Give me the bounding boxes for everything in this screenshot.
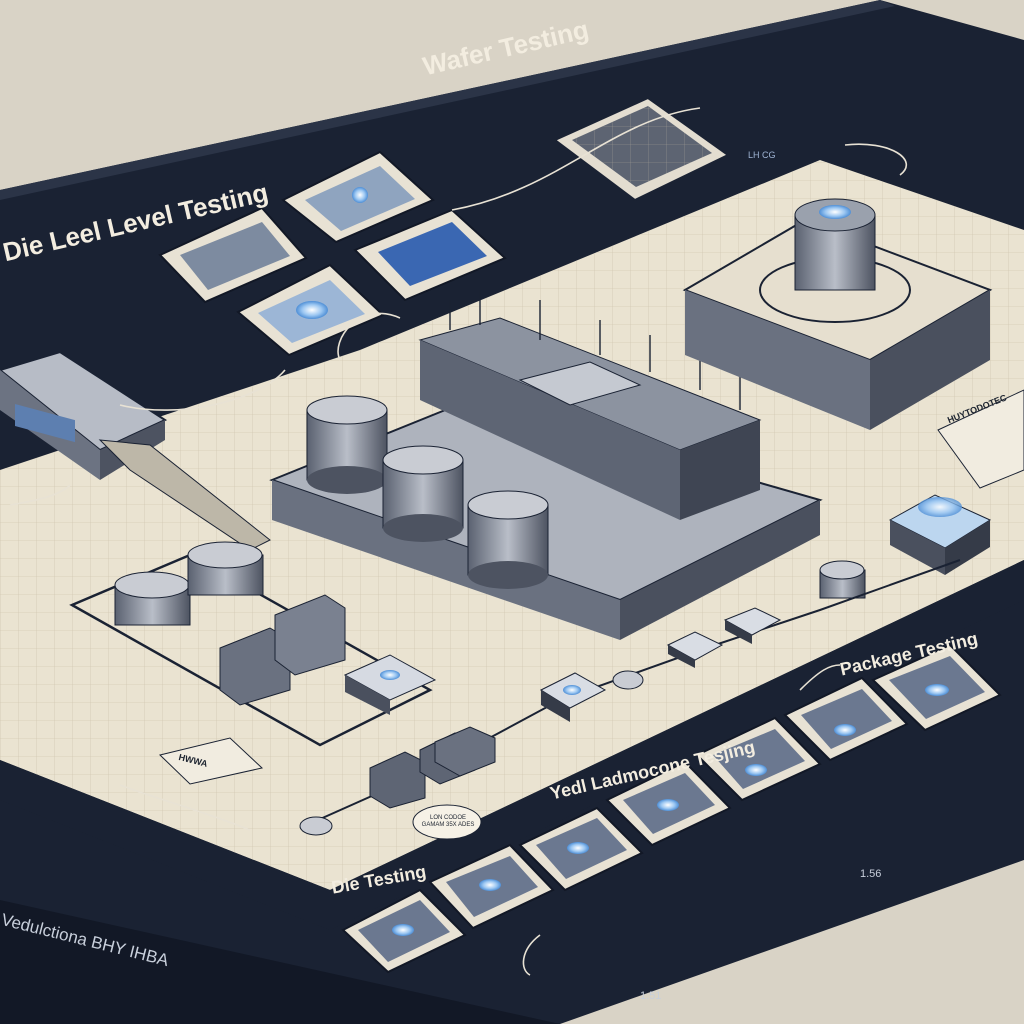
bubble-note: LON CODOE GAMAM 35X ADES — [421, 815, 475, 828]
right-sign-panel — [937, 389, 1024, 489]
page-mark-2: 1.51 — [640, 990, 662, 1002]
die-chip-cards — [158, 150, 507, 357]
left-sign-panel — [158, 737, 264, 785]
package-chip-sequence — [341, 643, 1002, 974]
small-tag-text: LH CG — [748, 150, 776, 160]
page-mark-1: 1.56 — [860, 868, 882, 880]
right-cleanroom-building — [682, 198, 993, 430]
flow-arrows — [9, 107, 907, 976]
flow-pipeline — [299, 559, 961, 836]
lower-left-facility — [69, 541, 437, 747]
note-bubble — [412, 804, 482, 840]
wafer-chip — [553, 96, 730, 202]
glass-test-unit — [819, 494, 992, 599]
storage-tanks — [306, 395, 549, 589]
left-lab-building — [0, 350, 271, 551]
